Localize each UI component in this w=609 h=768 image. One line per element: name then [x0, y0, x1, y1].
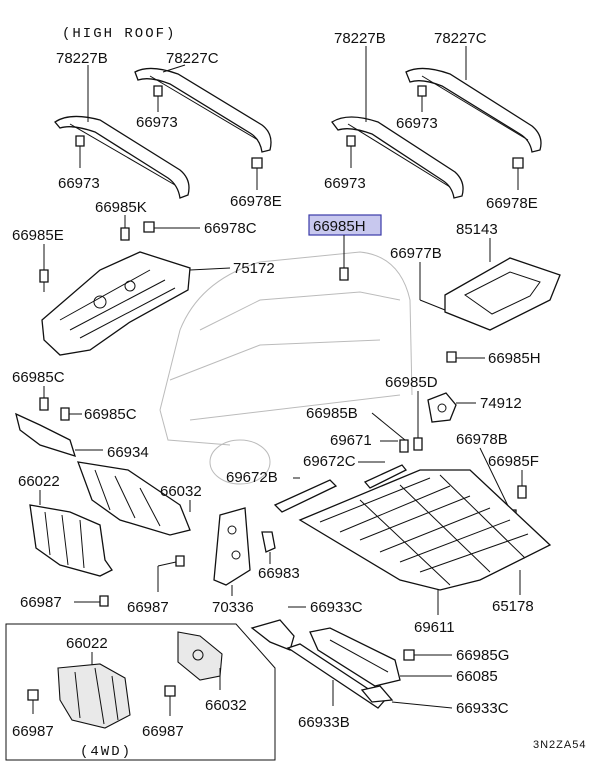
bolt-66985h-right[interactable] [446, 351, 457, 363]
part-label-66985k: 66985K [95, 199, 147, 216]
clip-66983[interactable] [261, 531, 276, 553]
part-label-66022-4wd: 66022 [66, 635, 108, 652]
plate-70336[interactable] [213, 507, 251, 586]
part-label-78227b-right: 78227B [334, 30, 386, 47]
part-label-66987-1: 66987 [20, 594, 62, 611]
part-label-78227c-right: 78227C [434, 30, 487, 47]
part-label-66978c: 66978C [204, 220, 257, 237]
part-label-66978e-right: 66978E [486, 195, 538, 212]
part-label-75172: 75172 [233, 260, 275, 277]
floor-mat-85143[interactable] [444, 257, 561, 331]
part-label-66977b: 66977B [390, 245, 442, 262]
part-label-66978b: 66978B [456, 431, 508, 448]
vehicle-outline [159, 251, 413, 485]
part-label-66985h-highlighted: 66985H [313, 218, 366, 235]
bolt-66985d[interactable] [413, 437, 423, 451]
part-label-66933c-2: 66933C [456, 700, 509, 717]
nut-66978c[interactable] [143, 221, 155, 233]
skid-plate-66022-4wd[interactable] [57, 663, 131, 729]
part-label-66032: 66032 [160, 483, 202, 500]
part-label-66973-right-1: 66973 [396, 115, 438, 132]
part-label-66985g: 66985G [456, 647, 509, 664]
part-label-66085: 66085 [456, 668, 498, 685]
bolt-66985f[interactable] [517, 485, 527, 499]
part-label-66973-left-1: 66973 [136, 114, 178, 131]
roof-rail-right-front[interactable] [405, 67, 542, 153]
roof-rail-left-front[interactable] [134, 67, 272, 153]
part-label-66978e-left: 66978E [230, 193, 282, 210]
bolt-66987-1[interactable] [99, 595, 109, 607]
part-label-66985f: 66985F [488, 453, 539, 470]
sill-strip-69672b[interactable] [273, 479, 338, 513]
part-label-66985c-1: 66985C [12, 369, 65, 386]
subtitle-high-roof: (HIGH ROOF) [62, 26, 176, 42]
front-floor-panel-75172[interactable] [41, 251, 191, 356]
part-label-66985d: 66985D [385, 374, 438, 391]
part-label-66987-2: 66987 [127, 599, 169, 616]
part-label-66985b: 66985B [306, 405, 358, 422]
highlighted-part-66985h[interactable] [308, 214, 382, 236]
bolt-66973-right-upper[interactable] [417, 85, 427, 106]
part-label-66973-left-2: 66973 [58, 175, 100, 192]
bolt-66987-4wd-2[interactable] [164, 685, 176, 697]
4wd-inset-box [5, 623, 276, 761]
bolt-66987-4wd-1[interactable] [27, 689, 39, 701]
part-label-66985e: 66985E [12, 227, 64, 244]
bolt-66985c-2[interactable] [60, 407, 70, 421]
bracket-66032-4wd[interactable] [177, 631, 223, 681]
figure-code: 3N2ZA54 [533, 739, 586, 751]
bolt-66973-left-lower[interactable] [75, 135, 85, 156]
part-label-78227b-left: 78227B [56, 50, 108, 67]
member-66933c-front[interactable] [250, 619, 295, 651]
part-label-66987-4wd-2: 66987 [142, 723, 184, 740]
nut-66978e-right[interactable] [512, 157, 524, 169]
floor-pan-69611[interactable] [298, 469, 552, 591]
bolt-66985h-top[interactable] [339, 267, 349, 281]
part-label-66934: 66934 [107, 444, 149, 461]
part-label-69611: 69611 [414, 619, 455, 636]
nut-66978e-left[interactable] [251, 157, 263, 169]
part-label-66983: 66983 [258, 565, 300, 582]
part-label-78227c-left: 78227C [166, 50, 219, 67]
part-label-66985h-right: 66985H [488, 350, 541, 367]
part-label-69672c: 69672C [303, 453, 356, 470]
bolt-66985k[interactable] [120, 227, 130, 241]
part-label-66973-right-2: 66973 [324, 175, 366, 192]
part-label-66933c-1: 66933C [310, 599, 363, 616]
part-label-66987-4wd-1: 66987 [12, 723, 54, 740]
bracket-66934[interactable] [15, 412, 76, 457]
skid-plate-66022[interactable] [29, 504, 113, 577]
part-label-65178: 65178 [492, 598, 534, 615]
part-label-85143: 85143 [456, 221, 498, 238]
part-label-66032-4wd: 66032 [205, 697, 247, 714]
bolt-66985b[interactable] [399, 439, 409, 453]
part-label-66022: 66022 [18, 473, 60, 490]
bolt-66973-left-upper[interactable] [153, 85, 163, 104]
part-label-69672b: 69672B [226, 469, 278, 486]
bolt-66985g[interactable] [403, 649, 415, 661]
sill-strip-69671[interactable] [363, 464, 408, 489]
member-66933c-rear[interactable] [360, 685, 394, 703]
subtitle-4wd: (4WD) [80, 744, 132, 760]
side-member-66085[interactable] [309, 627, 401, 687]
bolt-66987-2[interactable] [175, 555, 185, 567]
part-label-74912: 74912 [480, 395, 522, 412]
under-cover-66032[interactable] [77, 461, 191, 536]
part-label-69671: 69671 [330, 432, 372, 449]
part-label-66985c-2: 66985C [84, 406, 137, 423]
bolt-66985c-1[interactable] [39, 397, 49, 411]
part-label-66933b: 66933B [298, 714, 350, 731]
bolt-66985e[interactable] [39, 269, 49, 292]
bolt-66973-right-lower[interactable] [346, 135, 356, 158]
part-label-70336: 70336 [212, 599, 254, 616]
bracket-74912[interactable] [427, 392, 457, 423]
